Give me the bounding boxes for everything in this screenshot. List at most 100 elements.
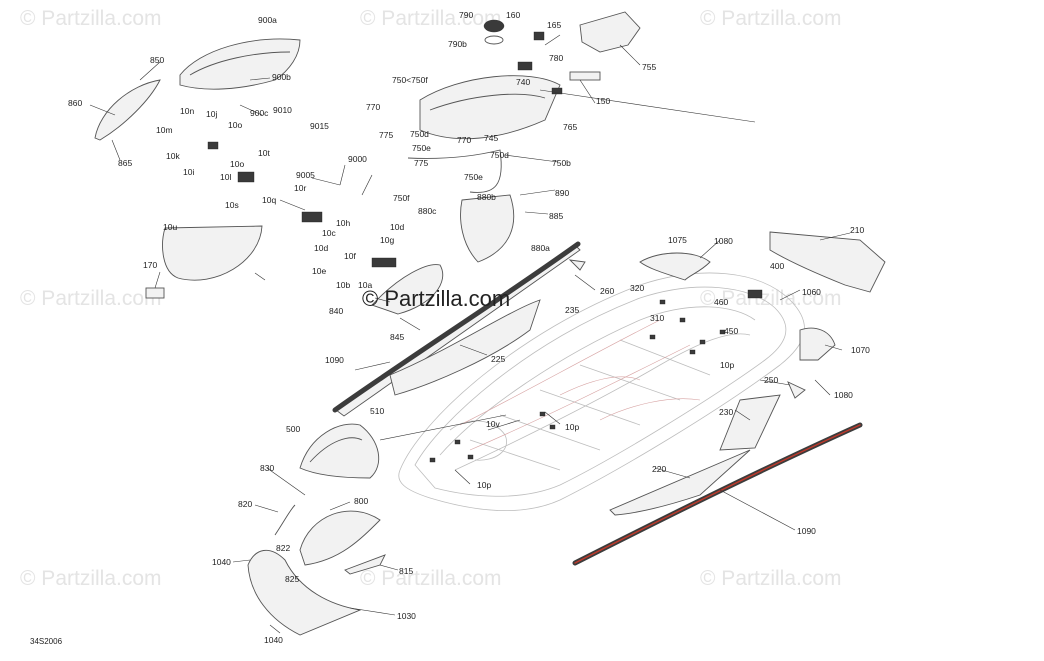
callout-label: 10k (166, 151, 180, 161)
watermark-layer: © Partzilla.com © Partzilla.com © Partzi… (20, 7, 842, 590)
callout-label: 880a (531, 243, 550, 253)
callout-label: 1030 (397, 611, 416, 621)
callout-label: 10i (183, 167, 194, 177)
callout-label: 10o (228, 120, 242, 130)
callout-label: 885 (549, 211, 563, 221)
upper-parts (94, 11, 886, 636)
callout-label: 815 (399, 566, 413, 576)
callout-label: 865 (118, 158, 132, 168)
watermark: © Partzilla.com (700, 287, 842, 310)
callout-label: 500 (286, 424, 300, 434)
callout-label: 10n (180, 106, 194, 116)
callout-label: 1040 (212, 557, 231, 567)
leader-lines (89, 34, 851, 634)
callout-label: 210 (850, 225, 864, 235)
callout-label: 235 (565, 305, 579, 315)
callout-label: 220 (652, 464, 666, 474)
callout-label: 510 (370, 406, 384, 416)
callout-label: 750f (393, 193, 410, 203)
callout-label: 10p (720, 360, 734, 370)
callout-label: 900c (250, 108, 269, 118)
callout-label: 880c (418, 206, 437, 216)
callout-label: 850 (150, 55, 164, 65)
callout-label: 320 (630, 283, 644, 293)
callout-label: 10f (344, 251, 356, 261)
callout-label: 10l (220, 172, 231, 182)
callout-label: 165 (547, 20, 561, 30)
callout-label: 10c (322, 228, 336, 238)
callout-label: 10v (486, 419, 500, 429)
callout-label: 10r (294, 183, 306, 193)
callout-label: 830 (260, 463, 274, 473)
watermark: © Partzilla.com (360, 7, 502, 30)
callout-label: 775 (379, 130, 393, 140)
callout-label: 750e (464, 172, 483, 182)
callout-label: 10u (163, 222, 177, 232)
callout-label: 9005 (296, 170, 315, 180)
callout-label: 1075 (668, 235, 687, 245)
callout-label: 780 (549, 53, 563, 63)
center-watermark: © Partzilla.com (362, 286, 510, 311)
callout-label: 1080 (834, 390, 853, 400)
small-parts (207, 19, 806, 399)
callout-label: 750b (552, 158, 571, 168)
hull-drawing (398, 272, 805, 511)
callout-label: 9010 (273, 105, 292, 115)
callout-label: 840 (329, 306, 343, 316)
callout-label: 770 (366, 102, 380, 112)
callout-label: 1040 (264, 635, 283, 645)
callout-label: 9015 (310, 121, 329, 131)
watermark: © Partzilla.com (20, 7, 162, 30)
callout-label: 1090 (797, 526, 816, 536)
watermark: © Partzilla.com (360, 567, 502, 590)
callout-label: 750e (412, 143, 431, 153)
callout-label: 260 (600, 286, 614, 296)
callout-label: 740 (516, 77, 530, 87)
watermark: © Partzilla.com (20, 287, 162, 310)
callout-label: 790b (448, 39, 467, 49)
callout-label: 150 (596, 96, 610, 106)
callout-label: 880b (477, 192, 496, 202)
callout-label: 170 (143, 260, 157, 270)
callout-label: 10d (390, 222, 404, 232)
callout-label: 800 (354, 496, 368, 506)
callout-label: 1070 (851, 345, 870, 355)
callout-label: 750<750f (392, 75, 428, 85)
callout-label: 765 (563, 122, 577, 132)
watermark: © Partzilla.com (20, 567, 162, 590)
callout-label: 10h (336, 218, 350, 228)
callout-label: 230 (719, 407, 733, 417)
callout-label: 1060 (802, 287, 821, 297)
callout-label: 10q (262, 195, 276, 205)
callout-label: 750d (490, 150, 509, 160)
callout-label: 460 (714, 297, 728, 307)
callout-label: 10s (225, 200, 239, 210)
callout-label: 845 (390, 332, 404, 342)
callout-label: 775 (414, 158, 428, 168)
callout-label: 9000 (348, 154, 367, 164)
callout-label: 770 (457, 135, 471, 145)
callout-labels: 900a 850 860 865 900b 900c 10n 10j 10o 1… (68, 10, 870, 645)
callout-label: 860 (68, 98, 82, 108)
callout-label: 1090 (325, 355, 344, 365)
callout-label: 10t (258, 148, 270, 158)
callout-label: 820 (238, 499, 252, 509)
callout-label: 900a (258, 15, 277, 25)
watermark: © Partzilla.com (700, 7, 842, 30)
callout-label: 825 (285, 574, 299, 584)
callout-label: 755 (642, 62, 656, 72)
callout-label: 10p (565, 422, 579, 432)
callout-label: 250 (764, 375, 778, 385)
callout-label: 10p (477, 480, 491, 490)
callout-label: 790 (459, 10, 473, 20)
callout-label: 10d (314, 243, 328, 253)
callout-label: 750d (410, 129, 429, 139)
callout-label: 745 (484, 133, 498, 143)
callout-label: 10b (336, 280, 350, 290)
callout-label: 160 (506, 10, 520, 20)
callout-label: 10m (156, 125, 173, 135)
side-stripes (332, 241, 863, 566)
callout-label: 822 (276, 543, 290, 553)
callout-label: 10j (206, 109, 217, 119)
